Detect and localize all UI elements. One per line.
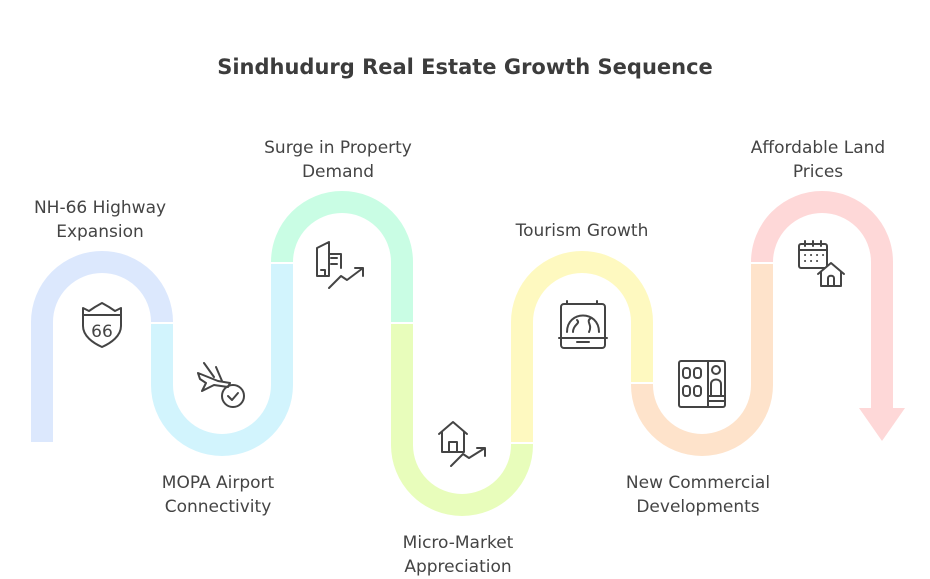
path-segment-6 <box>631 264 773 456</box>
path-segment-1 <box>31 251 173 442</box>
highway-shield-66-icon: 66 <box>82 302 122 348</box>
arrow-head <box>859 408 905 441</box>
path-segment-2 <box>151 264 293 456</box>
path-segment-4 <box>391 324 533 516</box>
commercial-building-icon <box>678 360 726 408</box>
step-label-3: Surge in Property Demand <box>264 138 412 182</box>
diagram-title: Sindhudurg Real Estate Growth Sequence <box>217 55 713 79</box>
path-segment-7 <box>751 191 893 410</box>
step-label-7: Affordable Land Prices <box>750 138 886 182</box>
suitcase-globe-icon <box>558 300 608 349</box>
calendar-house-icon <box>798 240 845 287</box>
step-label-2: MOPA Airport Connectivity <box>161 473 275 517</box>
svg-text:66: 66 <box>91 322 113 342</box>
step-label-1: NH-66 Highway Expansion <box>33 198 167 242</box>
path-segment-3 <box>271 191 413 322</box>
house-growth-icon <box>438 421 486 467</box>
airplane-check-icon <box>197 362 245 408</box>
step-label-4: Micro-Market Appreciation <box>402 533 514 577</box>
building-growth-icon <box>316 241 364 289</box>
path-segment-5 <box>511 251 653 442</box>
step-label-6: New Commercial Developments <box>625 473 771 517</box>
step-label-5: Tourism Growth <box>515 221 649 241</box>
